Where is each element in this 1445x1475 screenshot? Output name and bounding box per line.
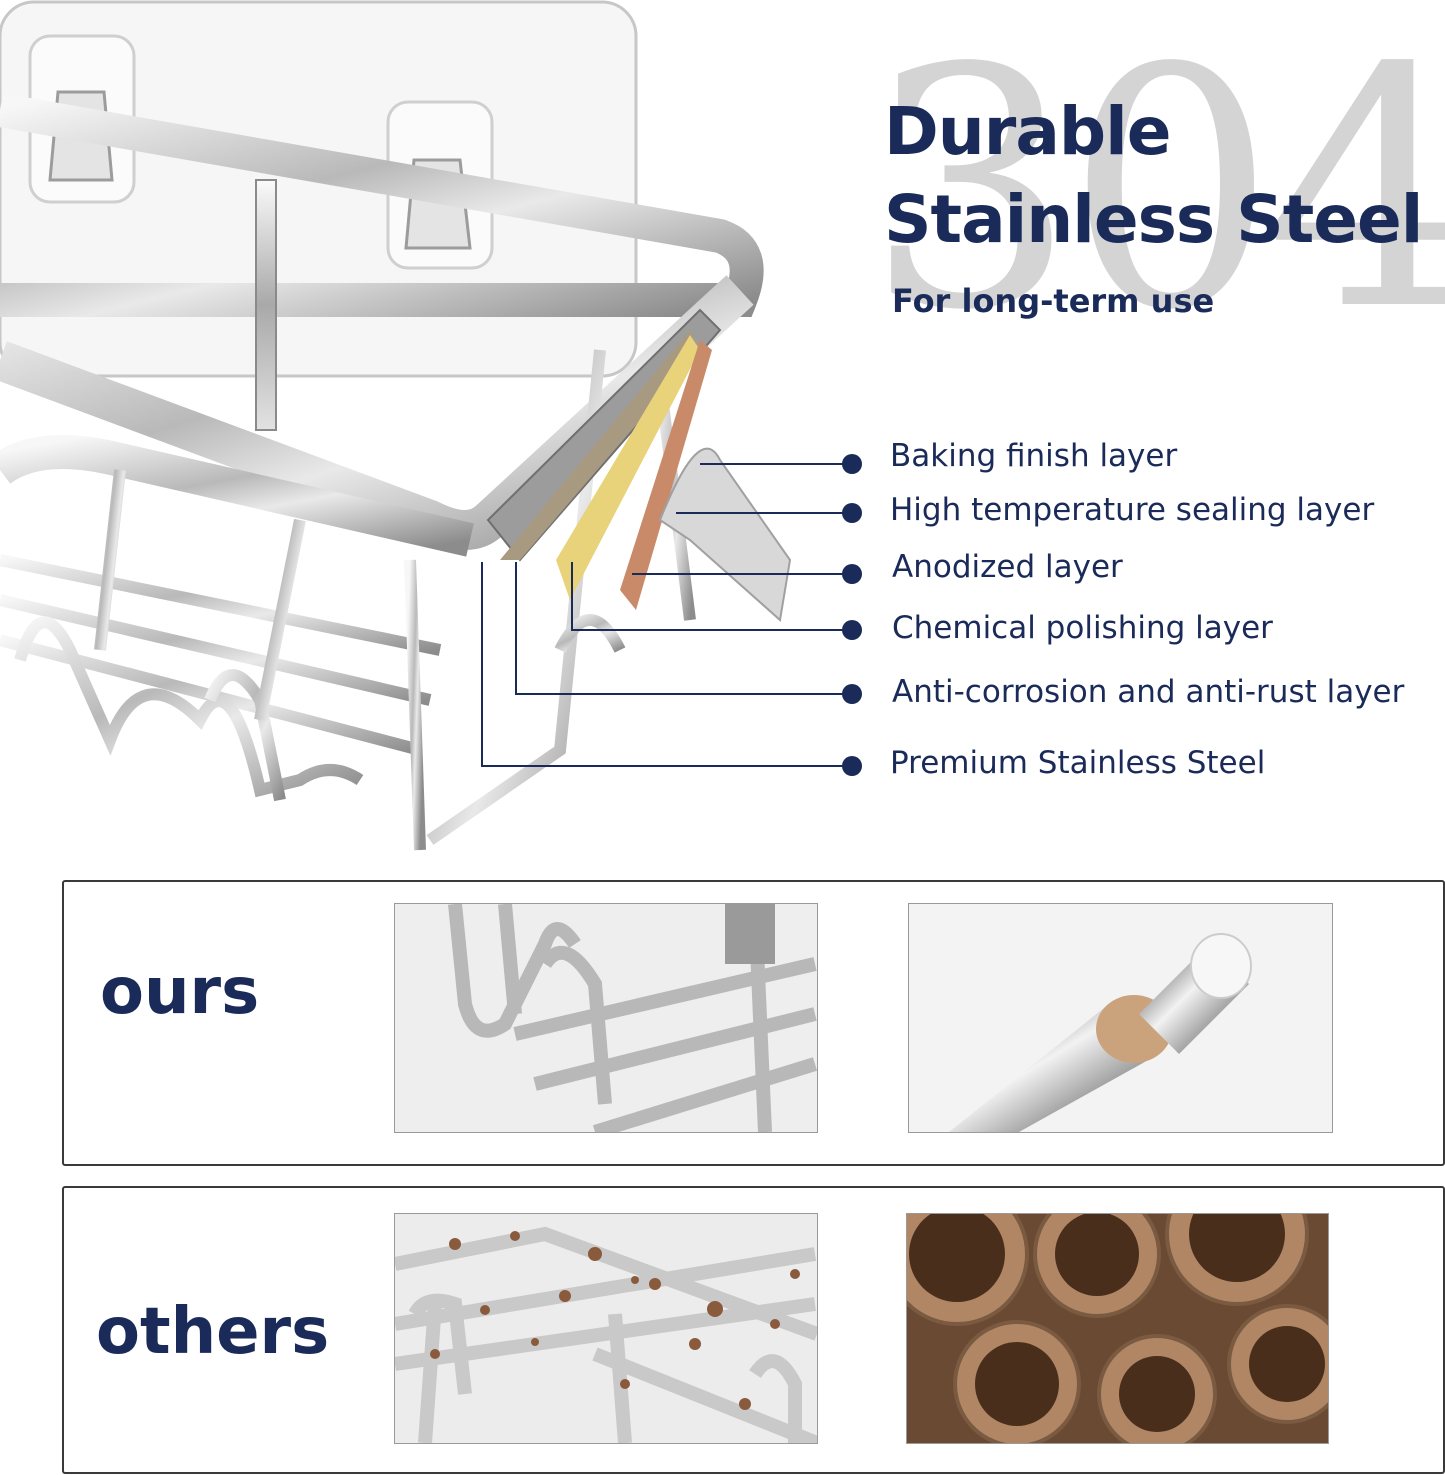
ours-label: ours bbox=[100, 955, 260, 1029]
headline-line-1: Durable bbox=[884, 93, 1172, 170]
subheadline: For long-term use bbox=[892, 282, 1215, 320]
layer-label-baking-finish: Baking finish layer bbox=[890, 438, 1178, 474]
headline-line-2: Stainless Steel bbox=[884, 181, 1423, 258]
headline: Durable Stainless Steel bbox=[884, 88, 1444, 264]
layer-label-anodized: Anodized layer bbox=[892, 549, 1123, 585]
bullet-dot bbox=[842, 564, 862, 584]
bullet-dot bbox=[842, 620, 862, 640]
others-rusty-pipes-photo bbox=[906, 1213, 1329, 1444]
watermark-304: 304 bbox=[866, 0, 1445, 382]
bullet-dot bbox=[842, 756, 862, 776]
ours-rod-photo bbox=[908, 903, 1333, 1133]
bullet-dot bbox=[842, 684, 862, 704]
bullet-dot bbox=[842, 503, 862, 523]
others-rusty-rack-photo bbox=[394, 1213, 818, 1444]
layer-label-anti-corrosion: Anti-corrosion and anti-rust layer bbox=[892, 674, 1405, 710]
rack-hero-image bbox=[0, 0, 852, 851]
ours-rack-photo bbox=[394, 903, 818, 1133]
layer-label-high-temp-sealing: High temperature sealing layer bbox=[890, 492, 1375, 528]
layer-label-premium-steel: Premium Stainless Steel bbox=[890, 745, 1266, 781]
others-label: others bbox=[96, 1295, 330, 1369]
layer-label-chemical-polishing: Chemical polishing layer bbox=[892, 610, 1273, 646]
bullet-dot bbox=[842, 454, 862, 474]
